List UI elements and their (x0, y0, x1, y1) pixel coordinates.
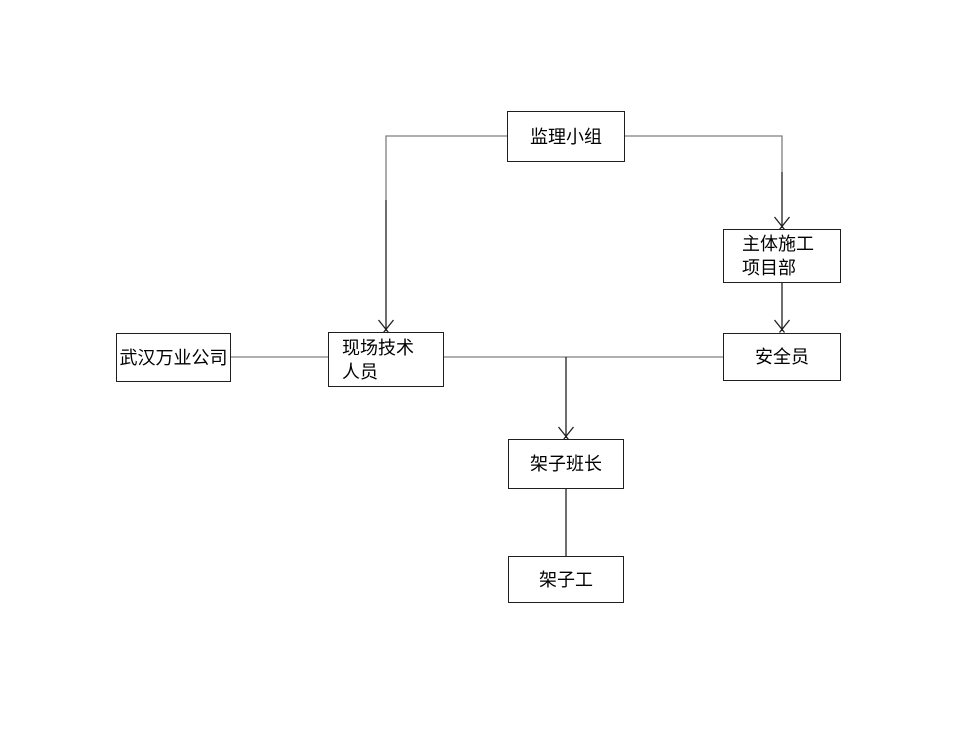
node-label: 项目部 (742, 258, 796, 278)
node-label: 监理小组 (530, 126, 602, 147)
node-zhuti-shigong-xiangmubu: 主体施工项目部 (723, 229, 841, 283)
node-xianchang-jishu-renyuan: 现场技术人员 (328, 332, 444, 387)
node-jianli-xiaozu: 监理小组 (507, 111, 625, 162)
connector-jianli-to-zhuti-elbow (625, 135, 783, 172)
arrowhead-icon (557, 426, 570, 440)
node-label: 架子班长 (530, 454, 602, 474)
arrowhead-icon (778, 216, 791, 230)
node-jiazi-gong: 架子工 (508, 556, 624, 603)
node-label: 现场技术 (342, 337, 414, 358)
node-label: 主体施工 (742, 234, 814, 254)
arrow-into-jiazi-banzhang (557, 357, 575, 440)
arrow-into-xianchang (377, 200, 395, 333)
node-label: 安全员 (755, 347, 809, 367)
arrowhead-icon (382, 319, 395, 333)
arrow-zhuti-to-anquanyuan (773, 283, 791, 333)
arrowhead-icon (773, 319, 786, 333)
node-anquanyuan: 安全员 (723, 333, 841, 381)
arrow-into-zhuti (773, 172, 791, 230)
connector-jianli-to-xianchang-elbow (385, 135, 507, 200)
arrowhead-icon (562, 426, 575, 440)
node-label: 武汉万业公司 (119, 347, 228, 368)
node-label: 架子工 (539, 569, 593, 590)
node-label: 人员 (342, 361, 378, 382)
node-jiazi-banzhang: 架子班长 (508, 439, 624, 489)
arrowhead-icon (778, 319, 791, 333)
arrowhead-icon (377, 319, 390, 333)
arrowhead-icon (773, 216, 786, 230)
node-wuhan-wanye-gongsi: 武汉万业公司 (116, 333, 231, 382)
